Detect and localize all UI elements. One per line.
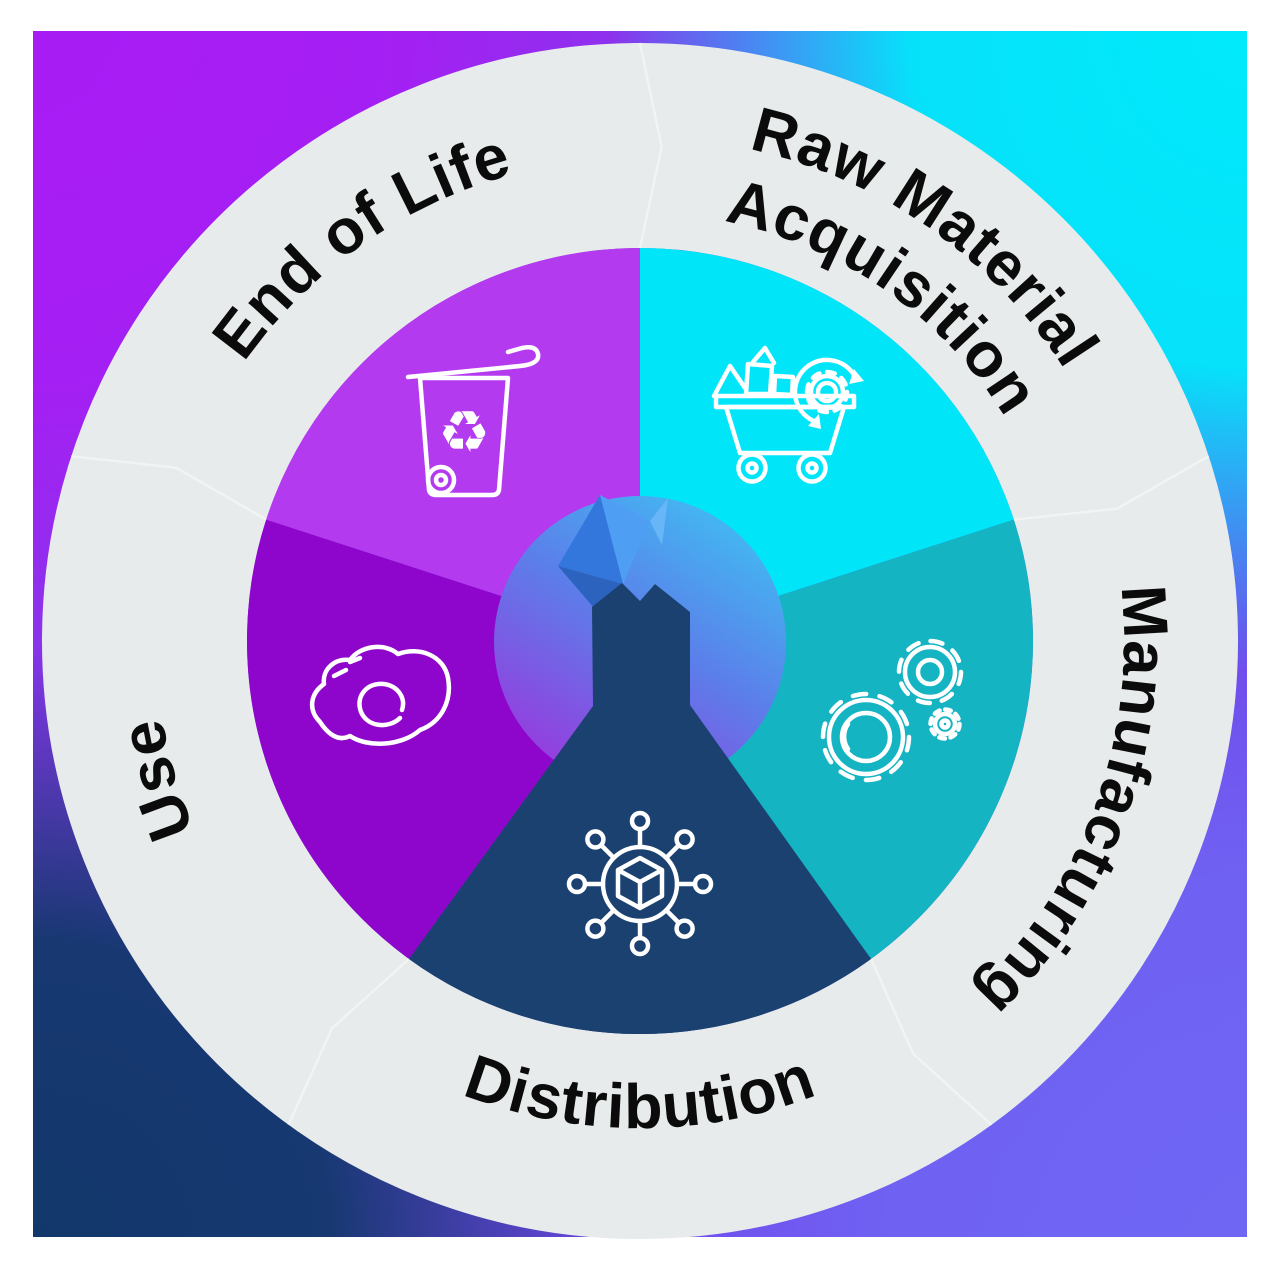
cart-cycle-arrow xyxy=(792,357,857,425)
gear-medium-hole xyxy=(915,657,945,687)
network-node xyxy=(585,918,606,939)
ring-segment-dividers xyxy=(71,42,1210,1126)
hand-knuckles xyxy=(331,655,363,679)
gear-small xyxy=(932,711,958,737)
bin-lid xyxy=(405,345,541,380)
cart-wheel xyxy=(736,452,768,484)
distribution-network-icon xyxy=(566,810,714,957)
cart-rock xyxy=(750,345,777,366)
network-node xyxy=(566,873,588,895)
network-cube xyxy=(615,855,665,911)
hand-curl xyxy=(357,681,406,728)
gear-large-inner-arc xyxy=(841,721,851,752)
cart-body xyxy=(723,404,847,456)
ring-divider xyxy=(869,958,993,1126)
ring-divider xyxy=(1013,455,1210,521)
outer-label-ring xyxy=(42,43,1238,1239)
gear-medium xyxy=(902,644,958,700)
mountain-in-circle-icon xyxy=(409,495,871,1035)
gear-small-teeth xyxy=(928,707,962,741)
mountain-and-distribution-wedge xyxy=(409,583,871,1035)
gears-icon xyxy=(820,638,964,783)
bin-wheel-hub xyxy=(433,472,449,488)
network-node xyxy=(585,829,606,850)
mining-cart-icon xyxy=(711,345,864,484)
cart-cycle-arrowhead xyxy=(849,369,864,384)
cart-wheel-hub xyxy=(745,461,759,475)
network-node xyxy=(692,873,714,895)
gear-small-hole xyxy=(939,718,951,730)
network-node xyxy=(674,829,695,850)
glacier-facet xyxy=(650,498,668,545)
network-spokes xyxy=(582,827,698,941)
cart-rock xyxy=(711,363,748,399)
glacier-facet xyxy=(558,495,623,584)
hand-icon xyxy=(310,644,452,746)
cart-gear xyxy=(808,373,846,411)
glacier-facets xyxy=(558,495,668,608)
hand-outline xyxy=(310,644,452,746)
bin-body xyxy=(417,375,511,498)
network-node xyxy=(629,810,651,832)
cart-wheel-hub xyxy=(805,461,819,475)
recycle-bin-icon: ♻ xyxy=(405,345,541,498)
glacier-facet xyxy=(600,495,650,584)
cart-gear-hole xyxy=(815,380,839,404)
gear-medium-teeth xyxy=(896,638,964,706)
network-node xyxy=(674,918,695,939)
cart-rock xyxy=(771,373,796,398)
bin-wheel xyxy=(425,464,457,496)
cart-cycle-arrowhead xyxy=(808,414,821,429)
network-node xyxy=(629,935,651,957)
cart-rock xyxy=(743,361,775,397)
gear-large-teeth xyxy=(820,691,912,783)
ring-divider xyxy=(638,42,663,249)
recycle-symbol: ♻ xyxy=(438,398,490,466)
gear-large xyxy=(826,697,906,777)
cart-gear-teeth xyxy=(804,369,850,415)
glacier-facet xyxy=(558,566,623,608)
ring-divider xyxy=(71,454,267,521)
ring-divider xyxy=(287,957,410,1126)
cart-wheel xyxy=(796,452,828,484)
